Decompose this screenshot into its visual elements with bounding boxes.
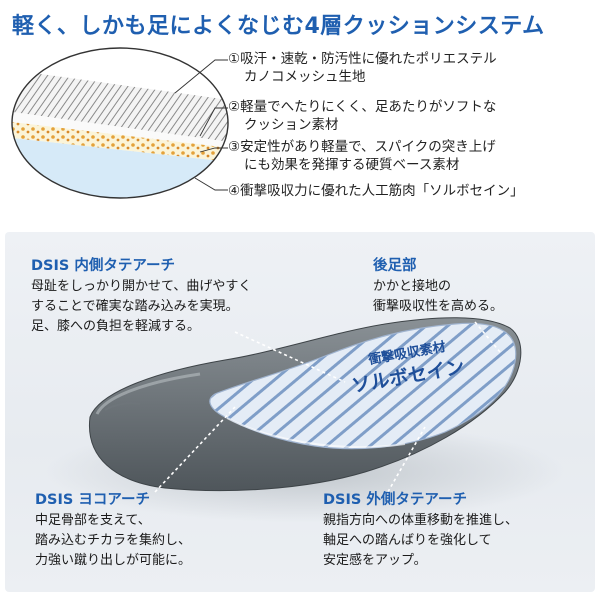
- layer-2-label: ②軽量でへたりにくく、足あたりがソフトな クッション素材: [228, 99, 497, 133]
- layer-cross-section: [11, 47, 229, 199]
- callout-dsis-outer-arch: DSIS 外側タテアーチ 親指方向への体重移動を推進し、 軸足への踏んばりを強化…: [323, 492, 519, 568]
- layer-1-label: ①吸汗・速乾・防汚性に優れたポリエステル カノコメッシュ生地: [228, 51, 497, 85]
- insole-illustration: [45, 317, 565, 522]
- pointer-cross-arch: [154, 406, 236, 493]
- leader-line-3: [199, 147, 228, 153]
- layer-3-label: ③安定性があり軽量で、スパイクの突き上げ にも効果を発揮する硬質ベース素材: [228, 139, 496, 173]
- pointer-inner-arch: [234, 331, 346, 383]
- pointer-heel: [474, 321, 501, 353]
- page-title: 軽く、しかも足によくなじむ4層クッションシステム: [12, 14, 545, 39]
- callout-heel: 後足部 かかと接地の 衝撃吸収性を高める。: [373, 258, 504, 314]
- callout-dsis-inner-arch: DSIS 内側タテアーチ 母趾をしっかり開かせて、曲げやすく することで確実な踏…: [31, 258, 252, 334]
- layer-mesh: [12, 70, 228, 142]
- leader-line-1: [174, 59, 228, 94]
- callout-dsis-cross-arch: DSIS ヨコアーチ 中足骨部を支えて、 踏み込むチカラを集約し、 力強い蹴り出…: [35, 492, 192, 568]
- layer-sorbothane: [12, 138, 228, 198]
- leader-line-4: [194, 177, 228, 191]
- layer-base: [12, 122, 228, 162]
- layer-4-label: ④衝撃吸収力に優れた人工筋肉「ソルボセイン」: [228, 183, 524, 199]
- insole-panel: DSIS 内側タテアーチ 母趾をしっかり開かせて、曲げやすく することで確実な踏…: [5, 232, 595, 592]
- pointer-outer-arch: [384, 426, 426, 498]
- leader-line-2: [199, 107, 228, 137]
